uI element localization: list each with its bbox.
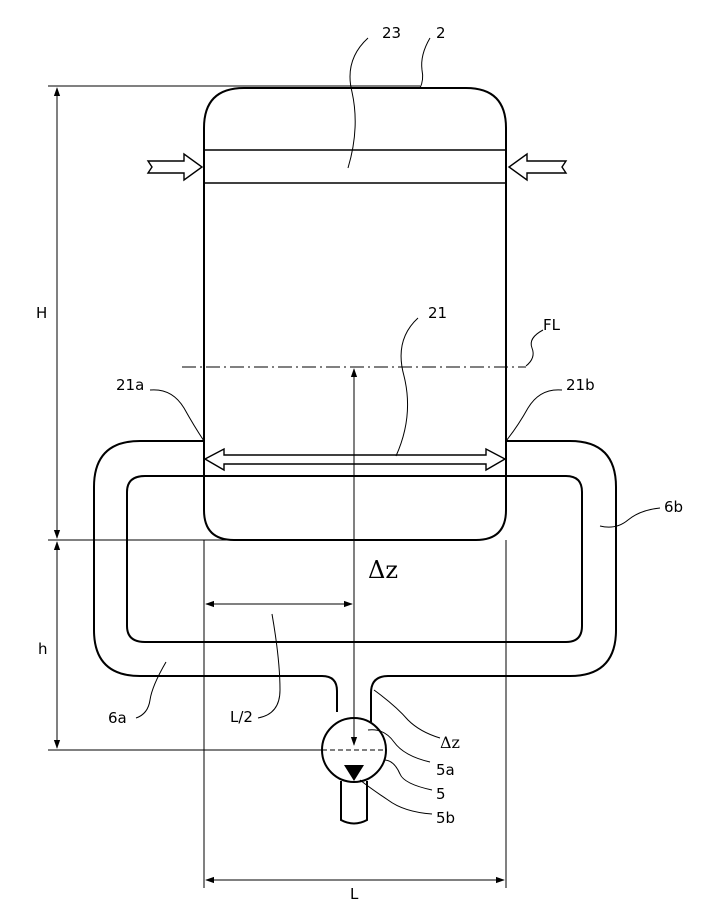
label-21: 21 <box>428 304 447 322</box>
label-L: L <box>350 885 359 901</box>
pump-outlet-pipe <box>341 781 367 824</box>
label-L2: L/2 <box>230 708 253 726</box>
label-6b: 6b <box>664 498 683 516</box>
inlet-arrow-left <box>148 154 202 180</box>
label-FL: FL <box>543 316 561 334</box>
label-dz-small: Δz <box>440 733 460 752</box>
leader-23 <box>348 38 368 168</box>
inlet-arrow-right <box>509 154 566 180</box>
leader-5a <box>368 730 430 762</box>
label-dz-big: Δz <box>368 556 398 584</box>
leader-21 <box>396 318 418 456</box>
leader-21b <box>506 390 562 441</box>
label-5: 5 <box>436 785 446 803</box>
leader-2 <box>420 38 430 88</box>
leader-L2 <box>258 614 280 718</box>
pump-triangle <box>344 765 364 781</box>
label-2: 2 <box>436 24 446 42</box>
label-h: h <box>38 640 48 658</box>
label-5b: 5b <box>436 809 455 827</box>
vessel-body <box>204 88 506 540</box>
label-5a: 5a <box>436 761 455 779</box>
flow-distribution-arrow <box>205 449 505 470</box>
leader-6a <box>136 662 166 718</box>
label-21a: 21a <box>116 376 144 394</box>
leader-5 <box>384 760 432 790</box>
label-6a: 6a <box>108 709 127 727</box>
leader-dz-small <box>374 690 440 738</box>
leader-21a <box>150 390 204 441</box>
label-21b: 21b <box>566 376 595 394</box>
label-23: 23 <box>382 24 401 42</box>
leader-6b <box>600 508 660 527</box>
leader-5b <box>360 780 432 814</box>
leader-FL <box>526 330 543 366</box>
label-H: H <box>36 304 47 322</box>
